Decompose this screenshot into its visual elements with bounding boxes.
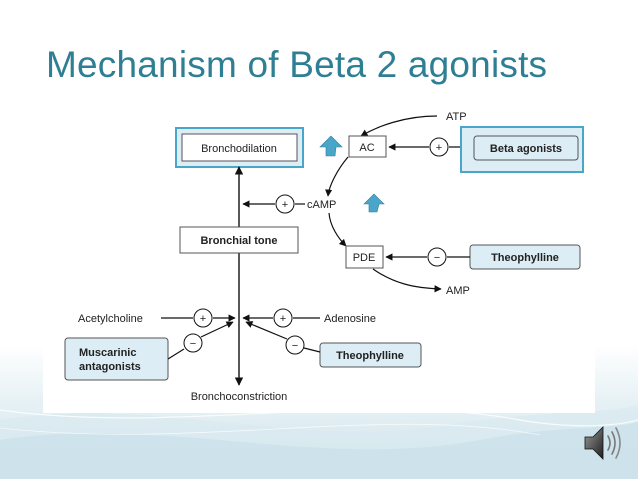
ac-box (348, 135, 387, 158)
muscarinic-minus-sign: − (190, 338, 196, 350)
mechanism-diagram: ATP AMP Bronchodilation AC + Beta agonis… (43, 108, 595, 413)
camp-label: cAMP (307, 199, 336, 211)
pde-box (345, 245, 384, 269)
atp-to-ac-arrow (360, 115, 438, 137)
bronchial-tone-box (179, 226, 299, 254)
bronchial-tone-label: Bronchial tone (200, 235, 277, 247)
ac-to-camp-arrow (325, 156, 349, 197)
theophylline-bottom-minus-sign: − (292, 340, 298, 352)
muscarinic-minus-circle (183, 333, 203, 353)
bronchoconstriction-label: Bronchoconstriction (191, 391, 288, 403)
acetylcholine-plus-sign: + (200, 313, 206, 325)
background-waves (0, 405, 638, 479)
slide-title: Mechanism of Beta 2 agonists (46, 44, 548, 85)
beta-agonists-box (473, 135, 579, 161)
adenosine-plus-circle (273, 308, 293, 328)
beta-agonists-label: Beta agonists (490, 143, 562, 155)
muscarinic-antagonists-label-2: antagonists (79, 361, 141, 373)
ac-label: AC (359, 142, 374, 154)
amp-label: AMP (446, 285, 470, 297)
beta-plus-circle (429, 137, 449, 157)
camp-up-arrow-icon (363, 193, 385, 213)
camp-to-pde-arrow (328, 212, 347, 247)
theophylline-bottom-line (303, 347, 321, 353)
camp-plus-sign: + (282, 199, 288, 211)
speaker-icon[interactable] (581, 421, 625, 465)
increase-up-arrow-icon (319, 135, 343, 157)
acetylcholine-label: Acetylcholine (78, 313, 143, 325)
bronchodilation-box (181, 133, 298, 162)
pde-to-amp-arrow (372, 268, 442, 293)
muscarinic-to-axis-arrow (200, 321, 234, 338)
camp-plus-circle (275, 194, 295, 214)
acetylcholine-plus-circle (193, 308, 213, 328)
theophylline-bottom-box (319, 342, 422, 368)
theophylline-bottom-to-axis-arrow (245, 321, 288, 340)
theophylline-bottom-label: Theophylline (336, 350, 404, 362)
bronchodilation-label: Bronchodilation (201, 143, 277, 155)
muscarinic-line (167, 348, 185, 360)
beta-plus-sign: + (436, 142, 442, 154)
atp-label: ATP (446, 111, 467, 123)
adenosine-plus-sign: + (280, 313, 286, 325)
muscarinic-antagonists-label-1: Muscarinic (79, 347, 136, 359)
theophylline-minus-sign: − (434, 252, 440, 264)
theophylline-top-label: Theophylline (491, 252, 559, 264)
adenosine-label: Adenosine (324, 313, 376, 325)
theophylline-minus-circle (427, 247, 447, 267)
pde-label: PDE (353, 252, 376, 264)
theophylline-bottom-minus-circle (285, 335, 305, 355)
muscarinic-antagonists-box (64, 337, 169, 381)
